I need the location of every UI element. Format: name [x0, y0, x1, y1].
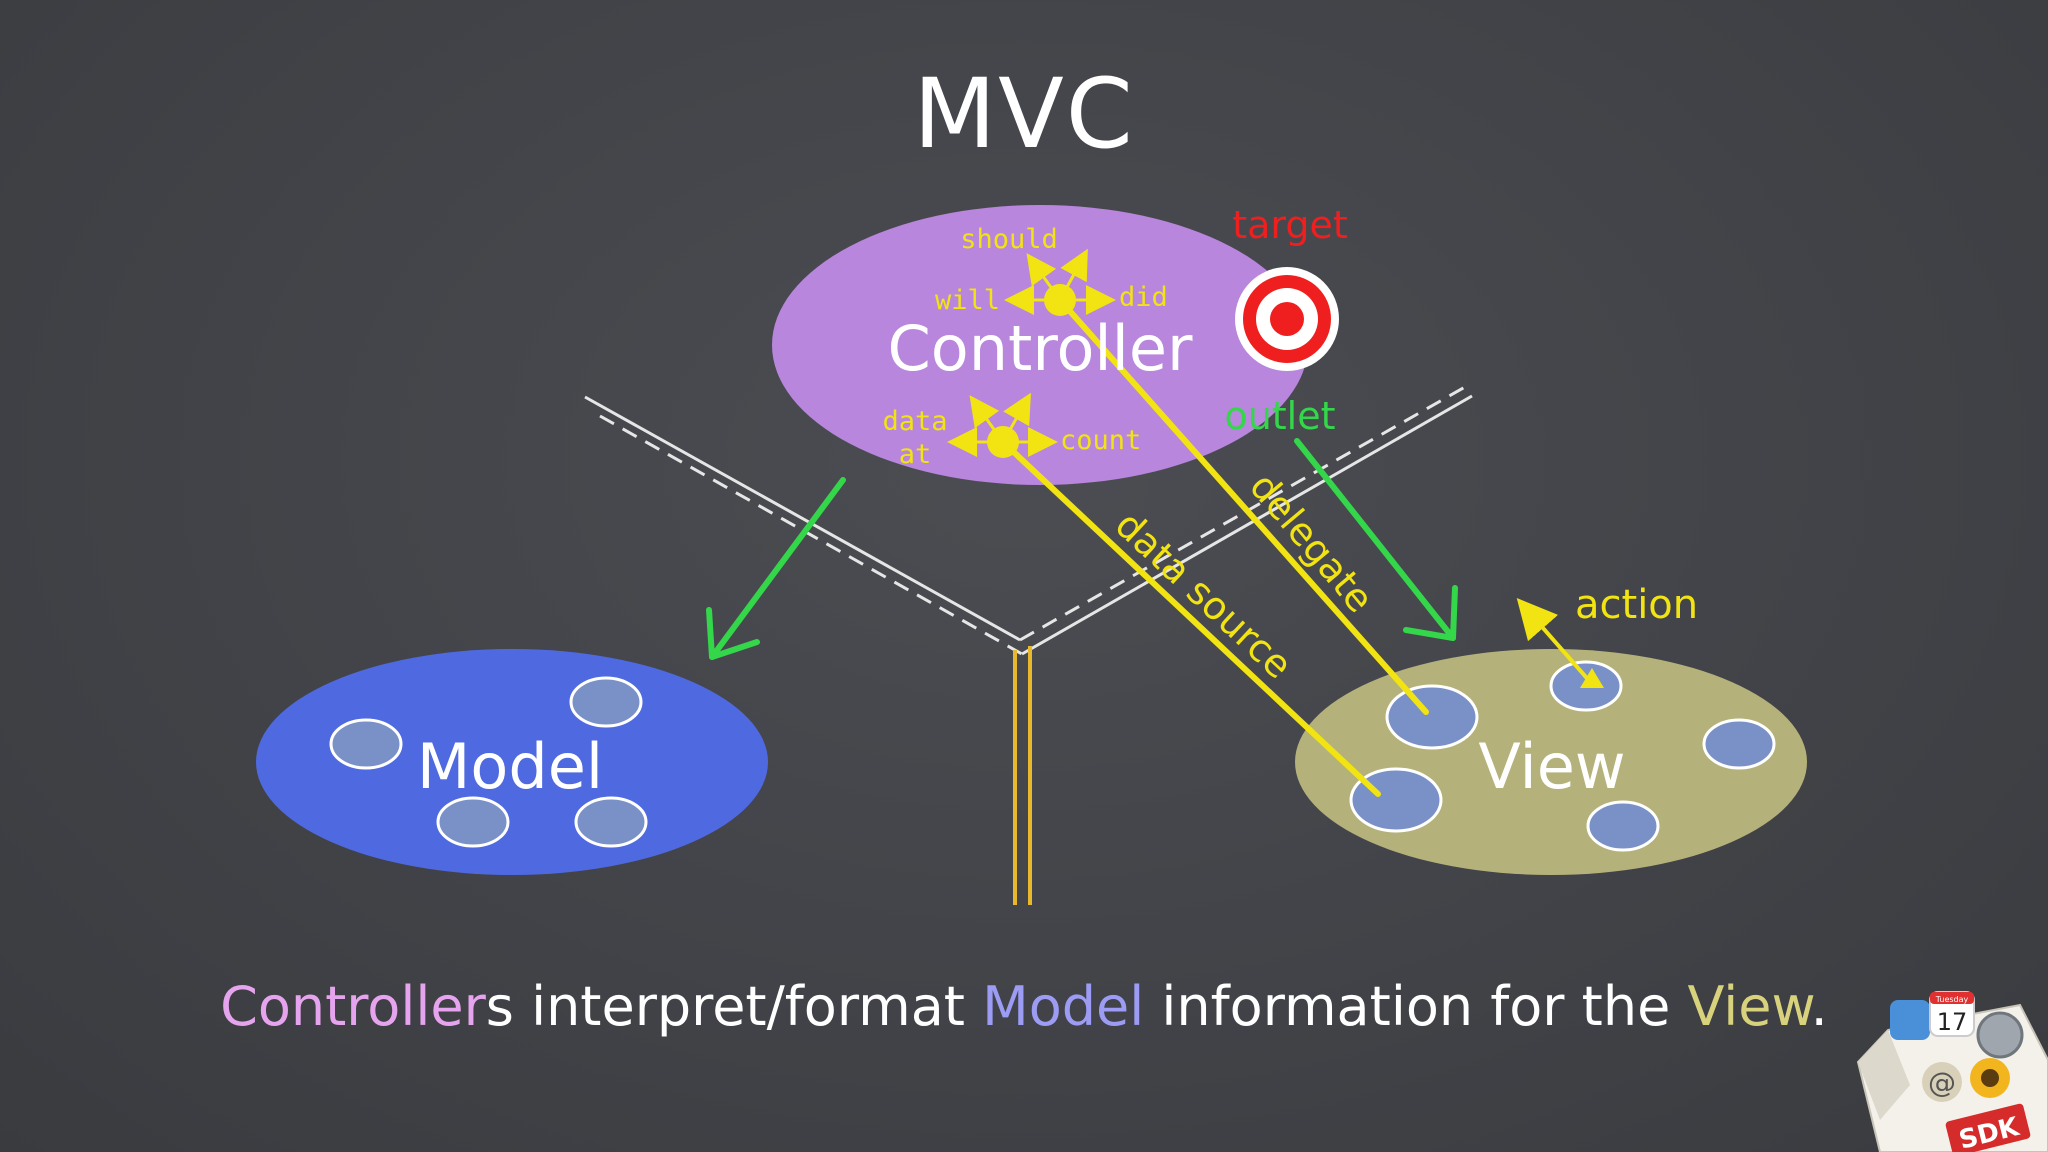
- sdk-badge-icon: Tuesday 17 @ SDK: [1856, 991, 2048, 1152]
- caption-model: Model: [982, 975, 1145, 1038]
- caption-controller: Controller: [220, 975, 486, 1038]
- controller-label: Controller: [888, 312, 1193, 385]
- divider-right-dashed: [1019, 381, 1473, 642]
- mail-at-sign: @: [1928, 1066, 1956, 1099]
- will-label: will: [935, 285, 1000, 316]
- caption-text-2: information for the: [1144, 975, 1688, 1038]
- model-object: [329, 718, 403, 770]
- did-label: did: [1119, 282, 1168, 313]
- slide-caption: Controllers interpret/format Model infor…: [0, 975, 2048, 1038]
- count-label: count: [1060, 425, 1141, 456]
- action-label: action: [1575, 582, 1698, 628]
- outlet-label: outlet: [1224, 394, 1335, 438]
- slide-title: MVC: [913, 58, 1135, 170]
- should-label: should: [960, 224, 1058, 255]
- target-icon: [1235, 267, 1339, 371]
- data-count-dot: [987, 426, 1019, 458]
- calendar-day: Tuesday: [1935, 995, 1969, 1004]
- divider-lines: [584, 381, 1473, 656]
- divider-right-solid: [1021, 394, 1473, 656]
- data-source-label: data source: [1107, 502, 1301, 687]
- view-object: [1586, 800, 1660, 852]
- model-object: [569, 676, 643, 728]
- model-label: Model: [417, 730, 603, 803]
- model-object: [436, 796, 510, 848]
- data-label: data: [882, 406, 947, 437]
- will-did-dot: [1044, 284, 1076, 316]
- delegate-line: [1057, 297, 1429, 715]
- divider-left-solid: [584, 395, 1021, 642]
- calendar-date: 17: [1937, 1008, 1968, 1036]
- view-objects: [1349, 660, 1776, 852]
- controller-ellipse: [772, 205, 1308, 485]
- view-object: [1385, 684, 1479, 750]
- target-label: target: [1232, 203, 1348, 247]
- model-object: [574, 796, 648, 848]
- caption-view: View: [1687, 975, 1811, 1038]
- view-object: [1702, 718, 1776, 770]
- divider-left-dashed: [599, 414, 1023, 656]
- caption-period: .: [1810, 975, 1828, 1038]
- view-label: View: [1478, 730, 1625, 803]
- green-arrow-model: [706, 477, 846, 660]
- double-yellow-line: [1013, 646, 1032, 905]
- model-objects: [329, 676, 648, 848]
- at-label: at: [899, 439, 932, 470]
- action-arrow: [1516, 597, 1604, 688]
- green-arrow-outlet: [1294, 438, 1458, 641]
- data-source-line: [1000, 439, 1381, 797]
- caption-text-1: s interpret/format: [485, 975, 983, 1038]
- view-object: [1349, 767, 1443, 833]
